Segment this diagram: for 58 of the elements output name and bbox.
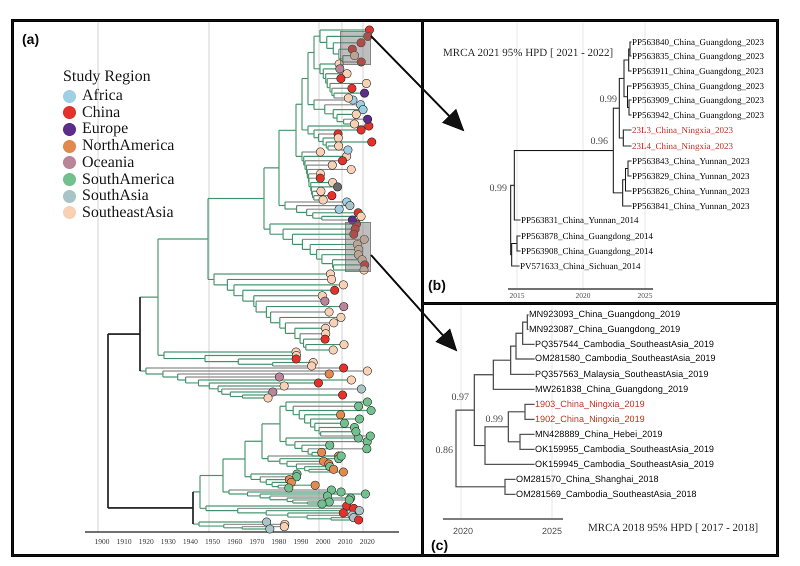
legend-label: NorthAmerica <box>82 138 174 154</box>
tip-label: OK159945_Cambodia_SoutheastAsia_2019 <box>535 460 714 469</box>
tip-label: PP563841_China_Yunnan_2023 <box>632 202 750 210</box>
tip-label: OM281580_Cambodia_SoutheastAsia_2019 <box>535 354 716 364</box>
support-value: 0.99 <box>486 415 503 425</box>
support-value: 0.96 <box>590 137 608 147</box>
figure-panel <box>421 302 779 557</box>
support-value: 0.99 <box>600 95 617 105</box>
tip-label: OM281569_Cambodia_SoutheastAsia_2018 <box>516 490 696 499</box>
tip-label: PV571633_China_Sichuan_2014 <box>520 262 640 270</box>
figure-panel <box>11 19 424 557</box>
panel-label: (c) <box>431 538 448 552</box>
tip-label: MN923087_China_Guangdong_2019 <box>529 324 680 334</box>
tip-label: 23L4_China_Ningxia_2023 <box>632 142 733 150</box>
tip-label: 23L3_China_Ningxia_2023 <box>632 126 733 134</box>
tip-label: MN428889_China_Hebei_2019 <box>535 430 662 439</box>
legend-label: SoutheastAsia <box>82 204 174 221</box>
tip-label: OM281570_China_Shanghai_2018 <box>516 474 659 484</box>
annotation-text: MRCA 2021 95% HPD [ 2021 - 2022] <box>443 48 614 58</box>
tip-label: PP563935_China_Guangdong_2023 <box>632 82 764 90</box>
arrow <box>370 35 464 132</box>
panel-label: (b) <box>428 278 446 292</box>
tip-label: PP563942_China_Guangdong_2023 <box>632 110 764 120</box>
legend-title: Study Region <box>63 69 151 85</box>
tip-label: PP563840_China_Guangdong_2023 <box>632 38 764 46</box>
tip-label: PQ357563_Malaysia_SoutheastAsia_2019 <box>535 370 708 379</box>
tip-label: PP563843_China_Yunnan_2023 <box>632 156 750 166</box>
tip-label: PP563835_China_Guangdong_2023 <box>632 52 764 60</box>
legend-label: SouthAmerica <box>82 172 174 188</box>
tip-label: PP563909_China_Guangdong_2023 <box>632 96 764 104</box>
support-value: 0.99 <box>490 184 507 194</box>
tip-label: PP563878_China_Guangdong_2014 <box>521 232 654 240</box>
annotation-text: MRCA 2018 95% HPD [ 2017 - 2018] <box>588 522 758 534</box>
tip-label: 1902_China_Ningxia_2019 <box>535 414 645 424</box>
highlight-box <box>340 31 371 65</box>
axis-tick-label: 2025 <box>542 526 562 536</box>
tip-label: PP563908_China_Guangdong_2014 <box>521 246 654 256</box>
panel-label: (a) <box>22 32 40 46</box>
tip-label: PP563826_China_Yunnan_2023 <box>632 186 750 196</box>
tip-label: MW261838_China_Guangdong_2019 <box>535 384 688 394</box>
legend-label: China <box>82 104 120 121</box>
arrow <box>370 254 458 352</box>
legend-label: Africa <box>82 88 123 104</box>
support-value: 0.97 <box>452 393 469 403</box>
axis-tick-label: 2020 <box>452 526 474 536</box>
legend-label: SouthAsia <box>82 188 149 204</box>
tip-label: OK159955_Cambodia_SoutheastAsia_2019 <box>535 444 714 454</box>
tip-label: PP563829_China_Yunnan_2023 <box>632 172 750 180</box>
legend-label: Europe <box>82 121 128 138</box>
support-value: 0.86 <box>436 446 453 456</box>
highlight-box <box>345 222 371 272</box>
tip-label: PP563911_China_Guangdong_2023 <box>632 66 764 76</box>
tip-label: 1903_China_Ningxia_2019 <box>535 400 645 409</box>
tip-label: MN923093_China_Guangdong_2019 <box>529 310 680 320</box>
figure-panel <box>421 19 779 305</box>
tip-label: PP563831_China_Yunnan_2014 <box>521 216 639 224</box>
tip-label: PQ357544_Cambodia_SoutheastAsia_2019 <box>535 340 714 349</box>
legend-label: Oceania <box>82 154 134 171</box>
